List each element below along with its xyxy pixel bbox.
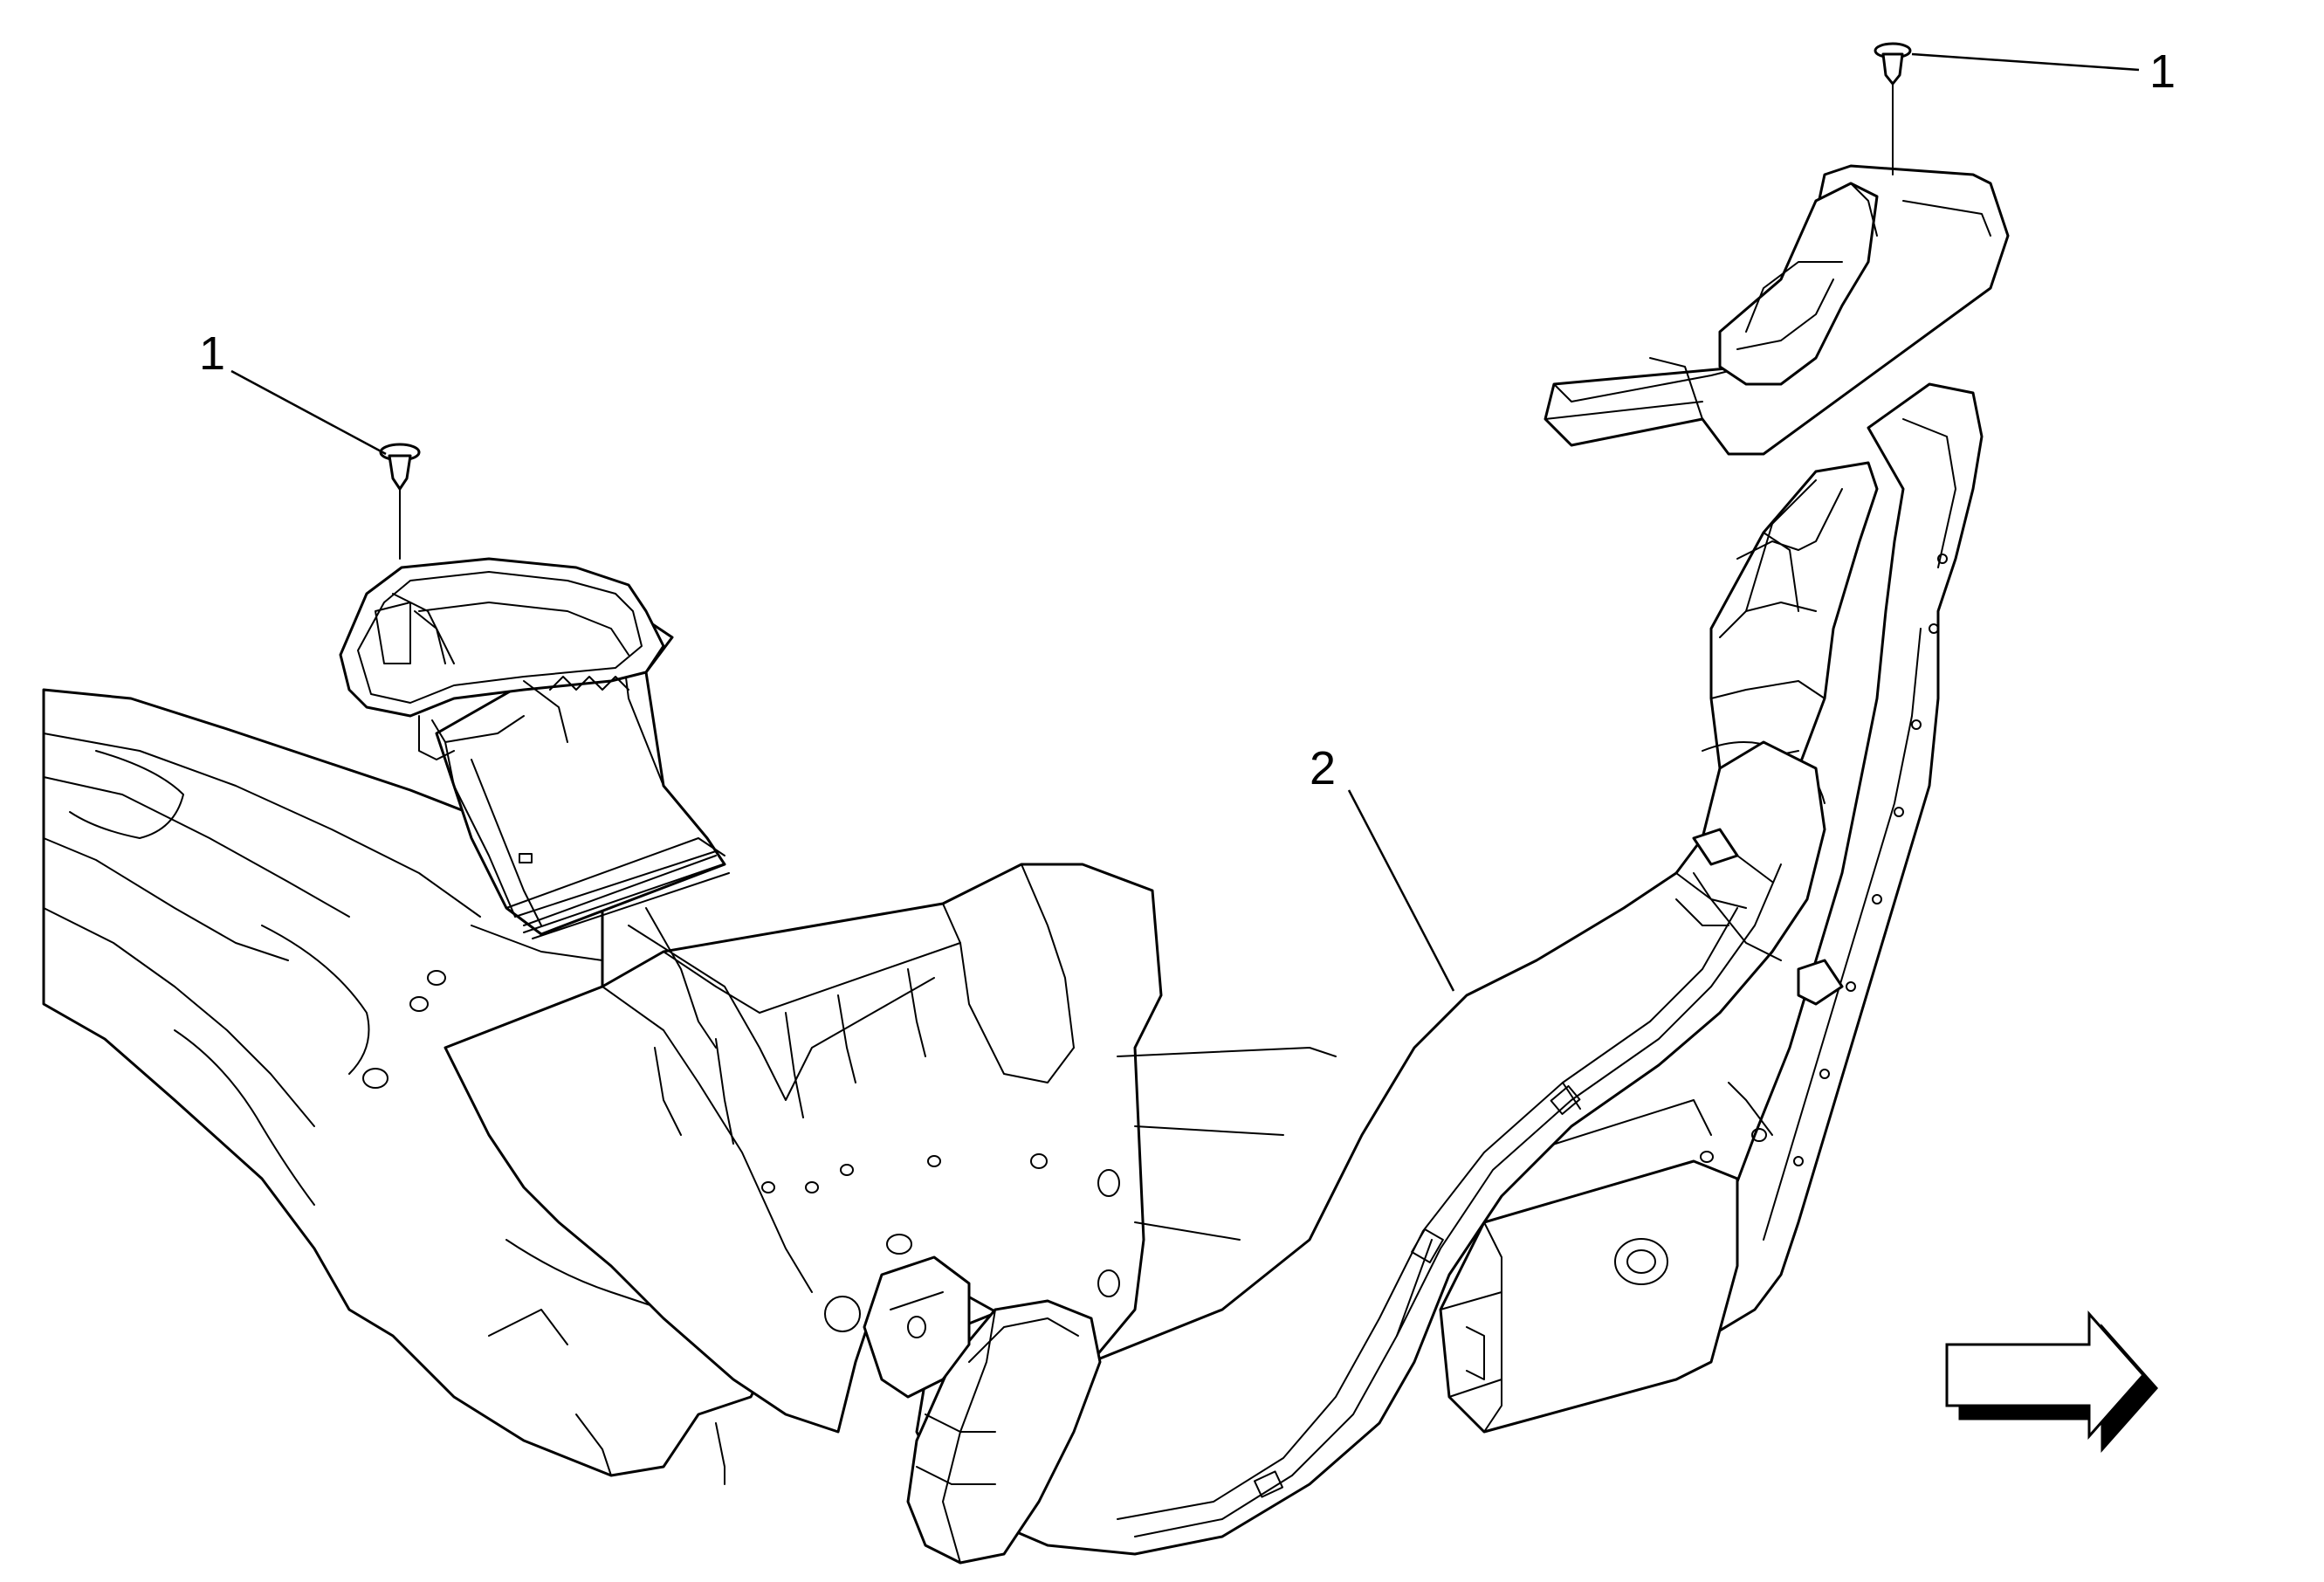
main-duct [863, 740, 1844, 1565]
arrow-right-icon [1945, 1310, 2159, 1453]
leader-line-left-1 [230, 369, 387, 456]
callout-2: 2 [1310, 742, 1336, 794]
left-outlet [339, 557, 730, 1049]
leader-line-2 [1347, 789, 1455, 992]
right-bracket [1439, 1099, 1739, 1434]
callout-1-right: 1 [2149, 45, 2176, 98]
right-fastener [1874, 42, 1912, 175]
right-upper-outlet [1544, 164, 2010, 456]
leader-line-right-1 [1911, 52, 2140, 72]
cross-member [443, 863, 1337, 1434]
left-fastener [379, 443, 421, 560]
callout-1-left: 1 [199, 327, 225, 380]
